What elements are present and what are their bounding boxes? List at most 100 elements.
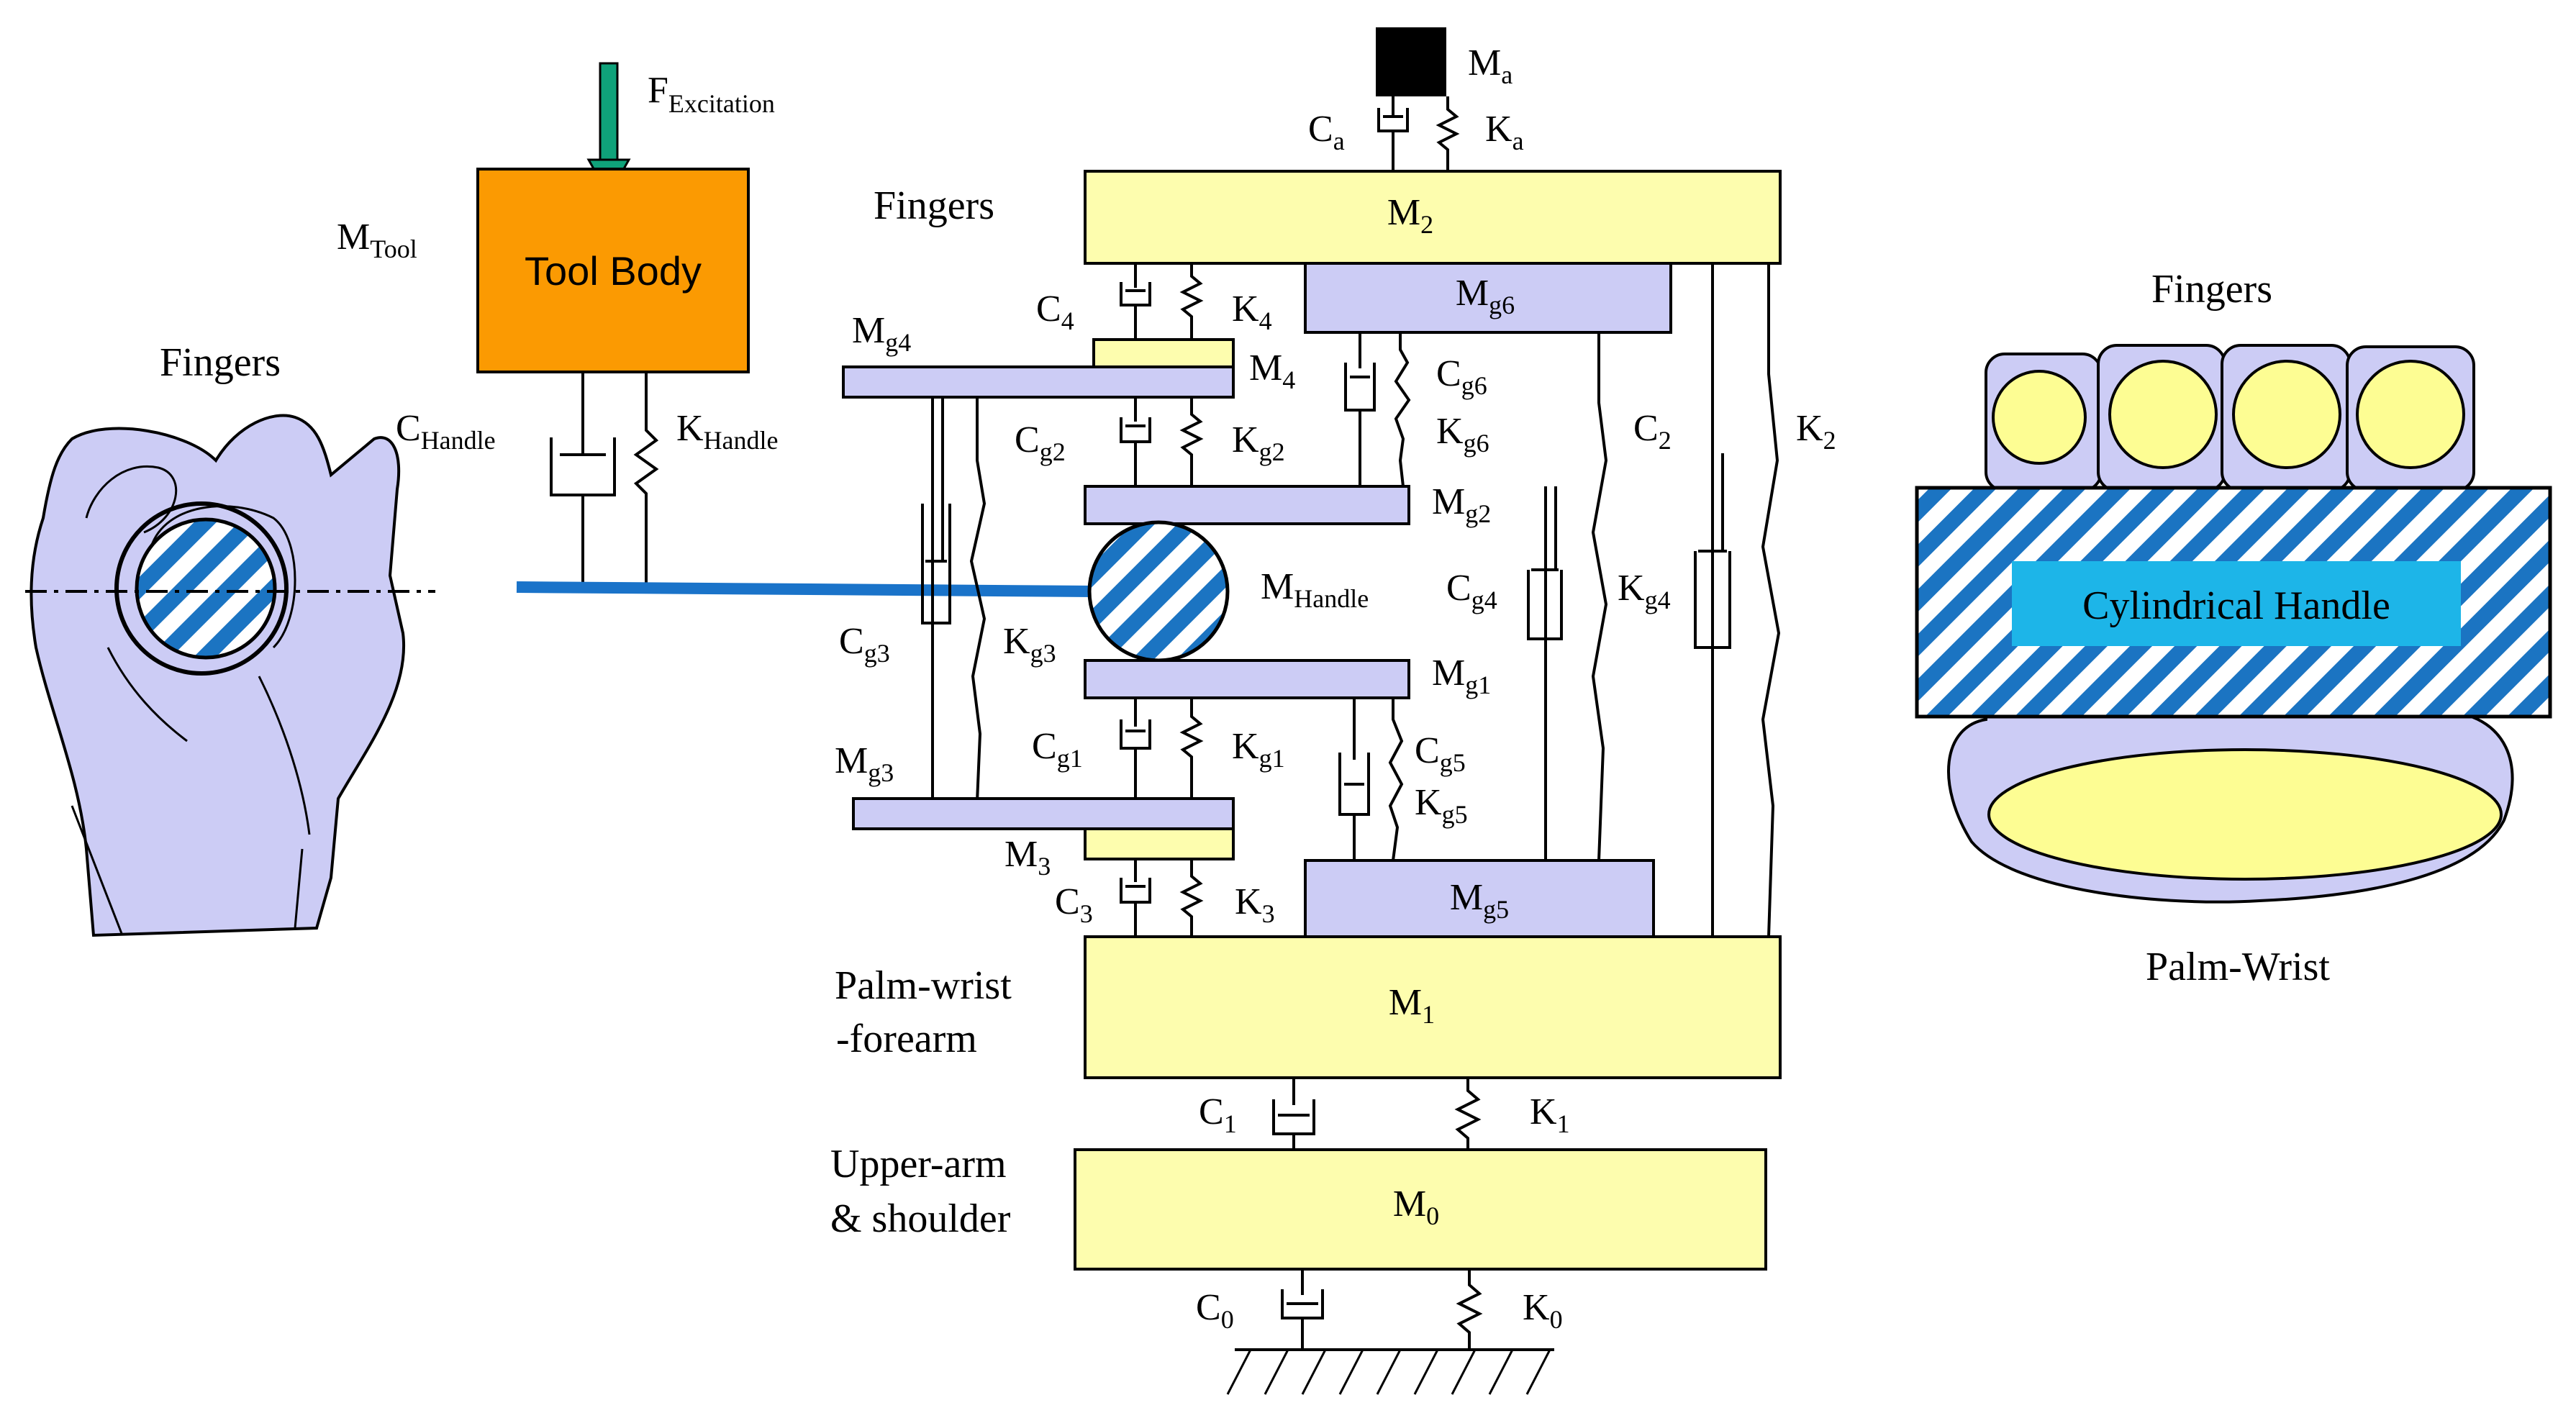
damper-c4: [1120, 263, 1151, 340]
mass-ma: [1376, 27, 1446, 96]
hand-outline: [30, 414, 406, 937]
palm-wrist-forearm-label-1: Palm-wrist: [835, 963, 1012, 1008]
right-fingers-label: Fingers: [2151, 267, 2272, 312]
damper-c3: [1120, 859, 1151, 937]
spring-k2: [1761, 263, 1781, 937]
m4-label: M4: [1249, 347, 1295, 394]
damper-c2: [1694, 263, 1731, 937]
m0-label: M0: [1393, 1183, 1439, 1230]
c2-label: C2: [1633, 408, 1672, 455]
hand-crease-1: [85, 465, 178, 534]
cg5-label: Cg5: [1415, 730, 1466, 777]
mass-handle: [1087, 520, 1230, 663]
mass-m3: [1084, 827, 1235, 860]
c0-label: C0: [1196, 1287, 1234, 1334]
cg6-label: Cg6: [1436, 353, 1487, 400]
palm-wrist-label: Palm-Wrist: [2146, 945, 2330, 989]
spring-kg6: [1394, 332, 1411, 487]
hand-crease-6: [71, 805, 124, 936]
spring-kg5: [1388, 698, 1404, 861]
kg1-label: Kg1: [1232, 726, 1285, 773]
finger-4: [2346, 345, 2475, 492]
cg1-label: Cg1: [1032, 726, 1083, 773]
upper-arm-label-2: & shoulder: [830, 1196, 1011, 1241]
cg2-label: Cg2: [1015, 419, 1066, 466]
spring-kg2: [1179, 397, 1204, 486]
finger-3: [2221, 344, 2351, 492]
hand-crease-3: [106, 647, 188, 742]
mg5-label: Mg5: [1450, 877, 1509, 924]
spring-kg4: [1591, 332, 1608, 861]
mg4-label: Mg4: [852, 310, 911, 357]
k1-label: K1: [1530, 1091, 1570, 1138]
ma-label: Ma: [1468, 42, 1513, 89]
ka-label: Ka: [1485, 109, 1524, 155]
spring-k0: [1456, 1269, 1483, 1350]
spring-ka: [1436, 96, 1460, 170]
palm-section: [1946, 711, 2514, 904]
hand-crease-5: [294, 848, 304, 929]
tool-mass-label: MTool: [337, 217, 417, 263]
kg6-label: Kg6: [1436, 411, 1489, 458]
damper-c1: [1272, 1078, 1315, 1150]
left-hand-illustration: Fingers: [25, 340, 435, 937]
finger-1: [1985, 353, 2103, 492]
mg1-label: Mg1: [1432, 653, 1491, 699]
mg6-label: Mg6: [1456, 273, 1515, 319]
hand-crease-4: [258, 676, 311, 835]
mass-mg3: [852, 797, 1235, 830]
cylindrical-handle-label-bg: [2012, 561, 2461, 646]
spring-k1: [1454, 1078, 1482, 1150]
damper-ca: [1377, 96, 1409, 170]
damper-cg1: [1120, 698, 1151, 801]
k-handle-label: KHandle: [676, 408, 779, 455]
cg3-label: Cg3: [839, 621, 890, 668]
mass-m4: [1092, 338, 1235, 368]
m3-label: M3: [1004, 834, 1051, 881]
spring-k4: [1179, 263, 1204, 340]
mg2-label: Mg2: [1432, 481, 1491, 528]
mass-mg4: [842, 365, 1235, 399]
kg4-label: Kg4: [1618, 568, 1671, 614]
handle-section-left: [135, 517, 277, 660]
k2-label: K2: [1796, 408, 1836, 455]
tool-body: [476, 168, 750, 373]
upper-arm-label-1: Upper-arm: [830, 1142, 1007, 1186]
kg3-label: Kg3: [1003, 621, 1056, 668]
c3-label: C3: [1055, 881, 1093, 928]
damper-cg6: [1344, 332, 1376, 486]
cg4-label: Cg4: [1446, 568, 1497, 614]
kg2-label: Kg2: [1232, 419, 1285, 466]
damper-cg2: [1120, 397, 1151, 486]
c4-label: C4: [1036, 288, 1074, 335]
cylindrical-handle-label: Cylindrical Handle: [2082, 583, 2390, 628]
kg5-label: Kg5: [1415, 782, 1468, 829]
k3-label: K3: [1235, 881, 1275, 928]
mass-mg2: [1084, 485, 1410, 525]
damper-cg3: [921, 397, 951, 801]
hand-crease-2: [150, 505, 296, 649]
handle-damper: [550, 372, 616, 586]
m1-label: M1: [1389, 982, 1435, 1029]
k0-label: K0: [1523, 1287, 1563, 1334]
damper-cg5: [1338, 698, 1370, 860]
biodynamic-model: Ma Ca Ka M2 Fingers Mg6: [830, 27, 1836, 1395]
model-fingers-label: Fingers: [874, 183, 994, 228]
excitation-force-label: FExcitation: [648, 70, 775, 118]
mass-m1: [1084, 935, 1782, 1079]
spring-kg3: [969, 397, 987, 802]
spring-kg1: [1179, 698, 1204, 801]
handle-spring: [633, 372, 659, 586]
ca-label: Ca: [1308, 109, 1345, 155]
mass-m0: [1074, 1148, 1767, 1271]
ground: [1226, 1348, 1554, 1395]
palm-wrist-forearm-label-2: -forearm: [836, 1017, 977, 1061]
m2-label: M2: [1387, 192, 1433, 239]
tool-handle-bar: [516, 581, 1094, 597]
excitation-arrow-shaft: [599, 62, 619, 165]
damper-c0: [1281, 1269, 1324, 1350]
right-cross-section: Fingers Cylindrical Handle Palm-Wrist: [1915, 267, 2552, 989]
mg3-label: Mg3: [835, 740, 894, 787]
tool-assembly: FExcitation Tool Body MTool CHandle KHan…: [337, 62, 1094, 597]
